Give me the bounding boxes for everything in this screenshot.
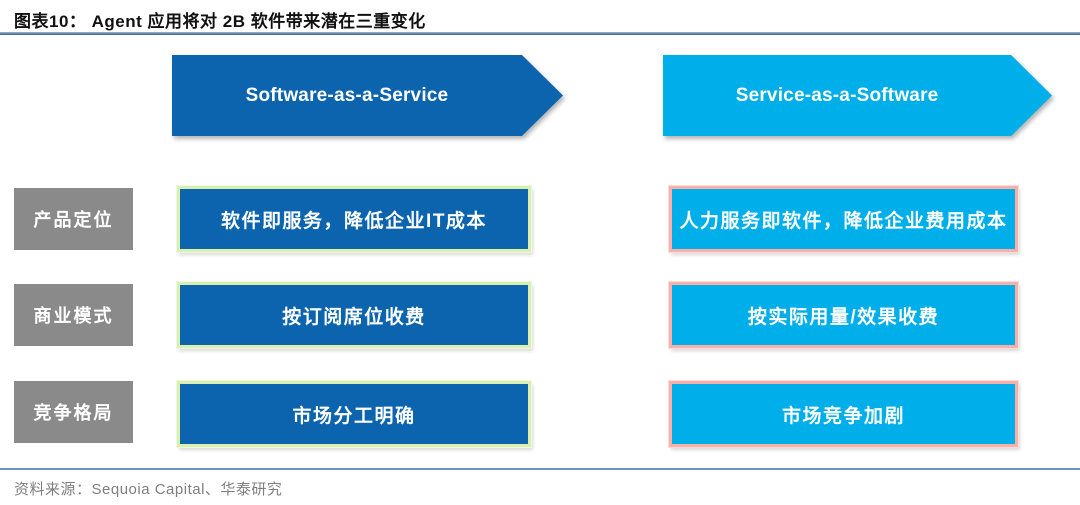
service-as-software-header-arrow: Service-as-a-Software <box>663 55 1052 136</box>
figure-title: 图表10： Agent 应用将对 2B 软件带来潜在三重变化 <box>14 12 426 31</box>
saas-header-arrow: Software-as-a-Service <box>172 55 563 136</box>
row-label-competitive-landscape: 竞争格局 <box>14 381 133 443</box>
cell-saas-business-model: 按订阅席位收费 <box>176 281 532 349</box>
service-as-software-header-arrow-shape: Service-as-a-Software <box>663 55 1052 136</box>
service-as-software-header-label: Service-as-a-Software <box>735 84 939 106</box>
row-label-business-model: 商业模式 <box>14 284 133 346</box>
source-divider <box>0 468 1080 470</box>
saas-header-arrow-shape: Software-as-a-Service <box>172 55 563 136</box>
title-divider <box>0 32 1080 35</box>
saas-header-label: Software-as-a-Service <box>245 84 449 106</box>
cell-saas-product-positioning: 软件即服务，降低企业IT成本 <box>176 185 532 253</box>
cell-service-business-model: 按实际用量/效果收费 <box>668 281 1019 349</box>
cell-service-product-positioning: 人力服务即软件，降低企业费用成本 <box>668 185 1019 253</box>
cell-saas-competitive-landscape: 市场分工明确 <box>176 380 532 448</box>
cell-service-competitive-landscape: 市场竞争加剧 <box>668 380 1019 448</box>
source-text: 资料来源：Sequoia Capital、华泰研究 <box>14 481 283 498</box>
row-label-product-positioning: 产品定位 <box>14 188 133 250</box>
